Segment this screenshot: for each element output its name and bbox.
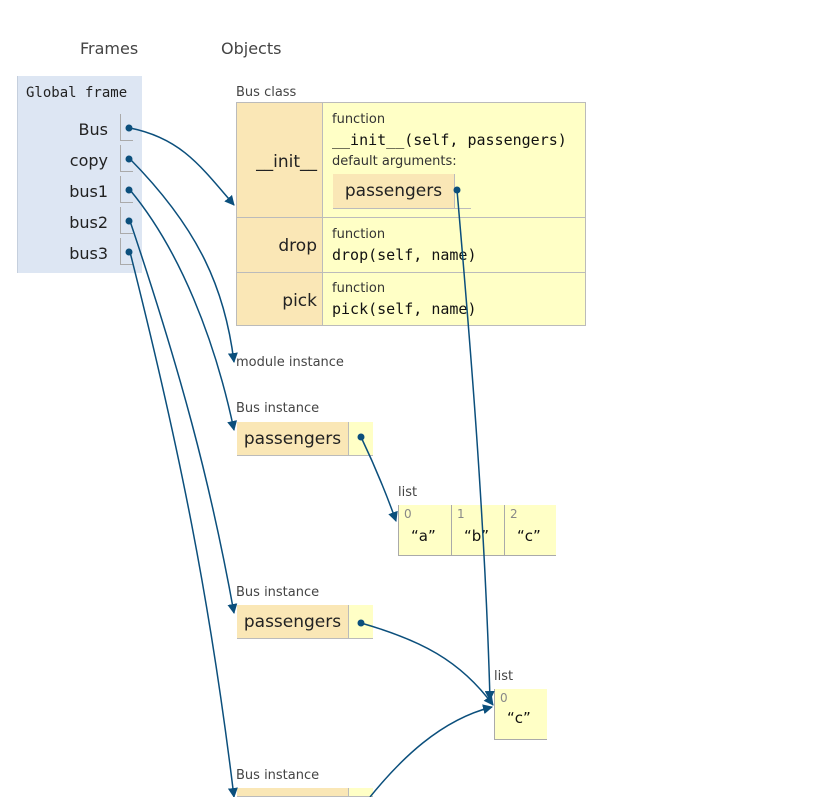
- pointer-dot-bus1: [125, 186, 133, 194]
- pointer-dot-bus2: [125, 217, 133, 225]
- pointer-dot-default: [453, 186, 461, 194]
- list-item: 0 “c”: [494, 689, 547, 740]
- list-index: 0: [500, 691, 508, 705]
- init-signature: __init__(self, passengers): [332, 131, 567, 149]
- bus-instance-label: Bus instance: [236, 768, 320, 783]
- var-pointer-copy: [120, 145, 133, 172]
- list-value: “a”: [411, 527, 436, 545]
- pick-key-cell: [237, 273, 323, 325]
- list-index: 1: [457, 507, 465, 521]
- init-defaults-label: default arguments:: [332, 154, 457, 169]
- drop-key-cell: [237, 218, 323, 273]
- var-name-bus2: bus2: [69, 213, 108, 232]
- pointer-dot-bus3: [125, 248, 133, 256]
- drop-signature: drop(self, name): [332, 246, 477, 264]
- list-label: list: [398, 485, 418, 500]
- var-name-bus1: bus1: [69, 182, 108, 201]
- module-instance-label: module instance: [236, 355, 344, 370]
- list-label: list: [494, 669, 514, 684]
- arrow-bus1: [129, 189, 238, 431]
- arrow-default-passengers: [456, 189, 495, 701]
- pick-key: pick: [282, 291, 317, 311]
- arrow-copy: [129, 158, 238, 363]
- default-arg-pointer: [455, 174, 471, 209]
- pointer-dot-instance2: [357, 619, 365, 627]
- objects-header: Objects: [221, 39, 282, 58]
- list-item: 2 “c”: [504, 505, 556, 556]
- var-pointer-bus2: [120, 207, 133, 234]
- bus-instance-label: Bus instance: [236, 585, 320, 600]
- list-item: 1 “b”: [451, 505, 504, 556]
- list-value: “c”: [507, 709, 531, 727]
- var-name-bus: Bus: [78, 120, 108, 139]
- arrow-bus2: [129, 220, 238, 614]
- frames-header: Frames: [80, 39, 139, 58]
- instance-field-key: passengers: [237, 422, 349, 456]
- arrow-passengers-3: [369, 704, 493, 797]
- var-name-bus3: bus3: [69, 244, 108, 263]
- list-value: “c”: [517, 527, 541, 545]
- list-index: 0: [404, 507, 412, 521]
- drop-kind: function: [332, 227, 386, 242]
- frame-title: Global frame: [26, 85, 128, 101]
- var-pointer-bus3: [120, 238, 133, 265]
- instance-field-key: passengers: [237, 605, 349, 639]
- pick-signature: pick(self, name): [332, 300, 477, 318]
- arrow-passengers-1: [360, 436, 398, 522]
- drop-key: drop: [278, 236, 317, 256]
- init-key-cell: [237, 103, 323, 218]
- init-kind: function: [332, 112, 386, 127]
- pointer-dot-instance1: [357, 433, 365, 441]
- instance-field-pointer: [349, 605, 373, 639]
- arrow-passengers-2: [360, 622, 494, 706]
- var-pointer-bus1: [120, 176, 133, 203]
- list-index: 2: [510, 507, 518, 521]
- init-key: __init__: [256, 152, 317, 172]
- pick-kind: function: [332, 281, 386, 296]
- var-name-copy: copy: [69, 151, 108, 170]
- pointer-dot-copy: [125, 155, 133, 163]
- bus-class-box: __init__ function __init__(self, passeng…: [236, 102, 586, 326]
- var-pointer-bus: [120, 114, 133, 141]
- bus-class-label: Bus class: [236, 85, 297, 100]
- arrow-bus: [129, 127, 235, 206]
- row-divider: [237, 217, 585, 218]
- list-item: 0 “a”: [398, 505, 451, 556]
- default-arg-key: passengers: [333, 174, 455, 209]
- pointer-dot-bus: [125, 124, 133, 132]
- arrow-bus3: [129, 251, 238, 797]
- bus-instance-label: Bus instance: [236, 401, 320, 416]
- row-divider: [237, 272, 585, 273]
- global-frame: Global frame Bus copy bus1 bus2 bus3: [17, 76, 142, 273]
